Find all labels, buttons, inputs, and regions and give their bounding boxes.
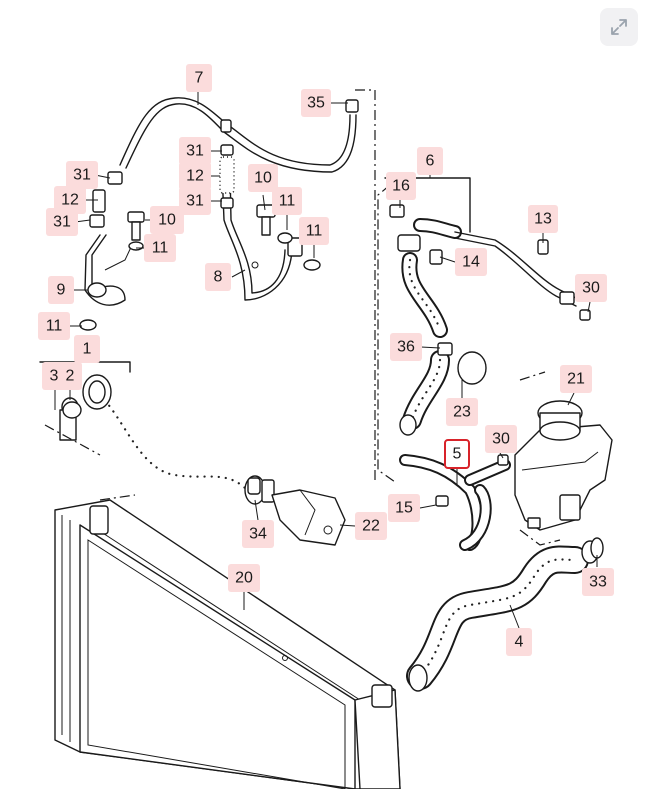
- vent-hose-8: [219, 144, 321, 301]
- svg-text:15: 15: [395, 500, 413, 517]
- svg-text:8: 8: [214, 269, 223, 286]
- callout-11-b[interactable]: 11: [299, 217, 329, 245]
- svg-text:21: 21: [567, 371, 585, 388]
- svg-text:6: 6: [426, 153, 435, 170]
- svg-text:20: 20: [235, 570, 253, 587]
- callout-2[interactable]: 2: [58, 362, 82, 390]
- leader-lines: [54, 88, 598, 629]
- vent-hose-9: [79, 171, 133, 331]
- seal-2: [62, 401, 82, 419]
- hose-5: [399, 454, 511, 551]
- callout-31-c[interactable]: 31: [66, 161, 98, 189]
- callout-15[interactable]: 15: [388, 494, 420, 522]
- svg-text:11: 11: [152, 240, 169, 257]
- svg-text:31: 31: [73, 167, 91, 184]
- svg-text:14: 14: [462, 254, 480, 271]
- callout-20[interactable]: 20: [228, 564, 260, 592]
- clamp-34: [247, 477, 261, 495]
- callout-4[interactable]: 4: [506, 628, 532, 656]
- callout-14[interactable]: 14: [455, 248, 487, 276]
- svg-text:5: 5: [453, 446, 462, 463]
- hose-1: [59, 374, 256, 499]
- expand-button[interactable]: [600, 8, 638, 46]
- bolt-10-left: [127, 211, 145, 251]
- callout-5[interactable]: 5: [444, 439, 470, 469]
- callout-7[interactable]: 7: [186, 64, 212, 92]
- svg-text:31: 31: [186, 143, 204, 160]
- callout-10-a[interactable]: 10: [248, 164, 278, 192]
- callout-30-upper[interactable]: 30: [575, 274, 607, 302]
- hose-4: [406, 540, 599, 692]
- svg-text:12: 12: [61, 192, 79, 209]
- svg-text:35: 35: [307, 95, 325, 112]
- hose-23: [399, 342, 487, 436]
- svg-text:34: 34: [249, 526, 267, 543]
- svg-text:2: 2: [66, 368, 75, 385]
- svg-text:30: 30: [582, 280, 600, 297]
- svg-text:23: 23: [453, 404, 471, 421]
- callout-9[interactable]: 9: [48, 276, 74, 304]
- callout-34[interactable]: 34: [242, 520, 274, 548]
- svg-text:11: 11: [306, 223, 323, 240]
- callout-12-a[interactable]: 12: [179, 162, 211, 190]
- callout-13[interactable]: 13: [528, 205, 558, 233]
- callout-31-a[interactable]: 31: [179, 137, 211, 165]
- callout-22[interactable]: 22: [355, 512, 387, 540]
- svg-text:7: 7: [195, 70, 204, 87]
- callout-30-lower[interactable]: 30: [485, 425, 517, 453]
- callout-8[interactable]: 8: [205, 263, 231, 291]
- svg-text:22: 22: [362, 518, 380, 535]
- expansion-tank: [514, 400, 613, 531]
- assembly-lines: [39, 89, 561, 546]
- svg-text:11: 11: [46, 318, 63, 335]
- svg-text:31: 31: [186, 193, 204, 210]
- svg-text:31: 31: [53, 214, 71, 231]
- callout-23[interactable]: 23: [446, 398, 478, 426]
- svg-text:10: 10: [254, 170, 272, 187]
- callout-36[interactable]: 36: [390, 333, 422, 361]
- callout-31-b[interactable]: 31: [179, 187, 211, 215]
- svg-text:33: 33: [589, 574, 607, 591]
- svg-text:36: 36: [397, 339, 415, 356]
- callout-33[interactable]: 33: [582, 568, 614, 596]
- callout-16[interactable]: 16: [386, 172, 416, 200]
- svg-text:3: 3: [50, 368, 59, 385]
- callout-1[interactable]: 1: [74, 335, 100, 363]
- svg-text:1: 1: [83, 341, 92, 358]
- callout-11-d[interactable]: 11: [38, 312, 70, 340]
- clip-30-lower: [497, 454, 509, 466]
- svg-text:4: 4: [515, 634, 524, 651]
- radiator: [54, 499, 401, 789]
- callout-35[interactable]: 35: [301, 89, 331, 117]
- expand-icon: [611, 19, 627, 35]
- svg-text:10: 10: [158, 212, 176, 229]
- svg-text:9: 9: [57, 282, 66, 299]
- callout-11-c[interactable]: 11: [144, 234, 176, 262]
- svg-text:11: 11: [279, 193, 296, 210]
- callout-11-a[interactable]: 11: [272, 187, 302, 215]
- callout-6[interactable]: 6: [417, 147, 443, 175]
- vent-hose-7: [119, 97, 359, 173]
- svg-text:12: 12: [186, 168, 204, 185]
- callout-12-b[interactable]: 12: [54, 186, 86, 214]
- callout-10-b[interactable]: 10: [150, 206, 184, 234]
- svg-text:30: 30: [492, 431, 510, 448]
- callout-21[interactable]: 21: [560, 365, 592, 393]
- svg-text:13: 13: [534, 211, 552, 228]
- svg-text:16: 16: [392, 178, 410, 195]
- clip-30-upper: [579, 309, 591, 321]
- callout-31-d[interactable]: 31: [46, 208, 78, 236]
